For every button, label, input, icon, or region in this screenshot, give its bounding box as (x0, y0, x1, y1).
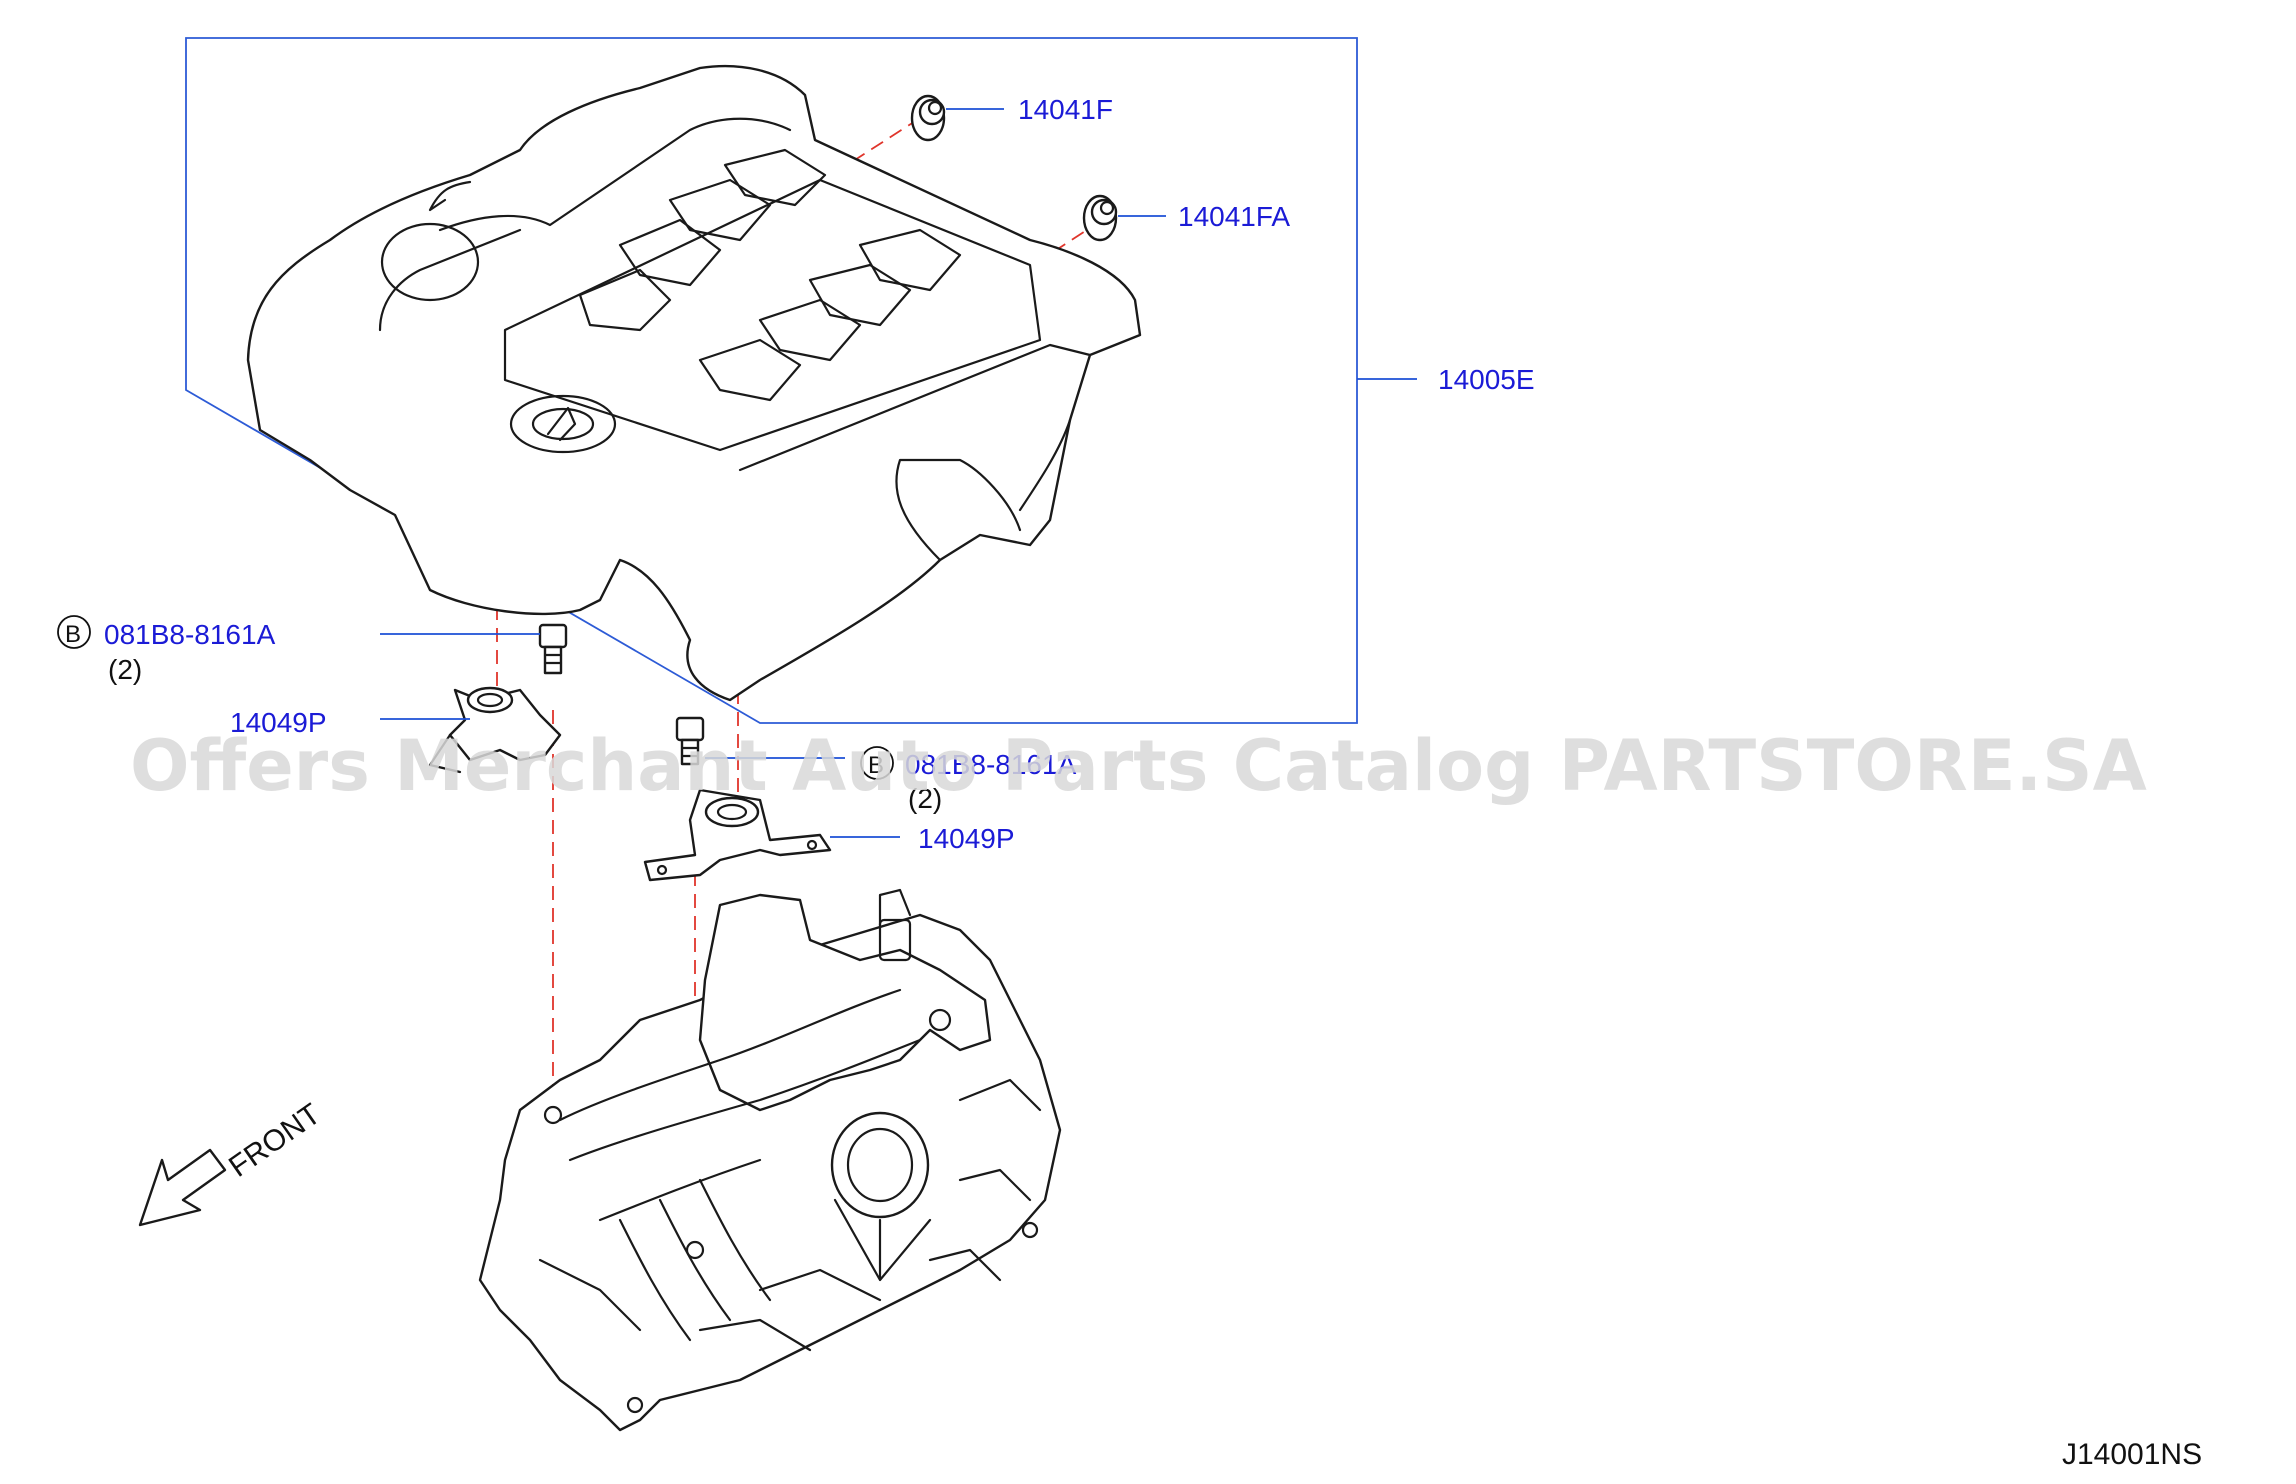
bolt-center-icon (675, 716, 705, 766)
cover-group-frame (185, 37, 1358, 724)
prefix-b-left: B (65, 621, 81, 648)
watermark-text: Offers Merchant Auto Parts Catalog PARTS… (130, 725, 2147, 807)
front-label: FRONT (223, 1097, 327, 1183)
drawing-code: J14001NS (2062, 1438, 2202, 1471)
engine-cover (246, 64, 1142, 702)
part-number-14049P-left[interactable]: 14049P (230, 707, 327, 738)
bracket-center-icon (643, 788, 832, 882)
part-number-081B8-8161A-left[interactable]: 081B8-8161A (104, 619, 276, 650)
quantity-left: (2) (108, 654, 142, 685)
part-number-14005E[interactable]: 14005E (1438, 364, 1535, 395)
quantity-center: (2) (908, 783, 942, 814)
intake-manifold (478, 888, 1062, 1432)
part-number-14041F[interactable]: 14041F (1018, 94, 1113, 125)
prefix-b-circle-icon (860, 746, 894, 780)
grommet-upper-icon (910, 94, 946, 142)
prefix-b-center: B (868, 752, 884, 779)
leader-lines (380, 108, 1417, 838)
part-number-14049P-center[interactable]: 14049P (918, 823, 1015, 854)
grommet-lower-icon (1082, 194, 1118, 242)
prefix-b-circle-icon (57, 615, 91, 649)
front-arrow-icon (138, 1148, 227, 1227)
part-number-14041FA[interactable]: 14041FA (1178, 201, 1290, 232)
bolt-left-icon (538, 623, 568, 675)
part-number-081B8-8161A-center[interactable]: 081B8-8161A (905, 749, 1077, 780)
bracket-left-icon (428, 686, 562, 774)
